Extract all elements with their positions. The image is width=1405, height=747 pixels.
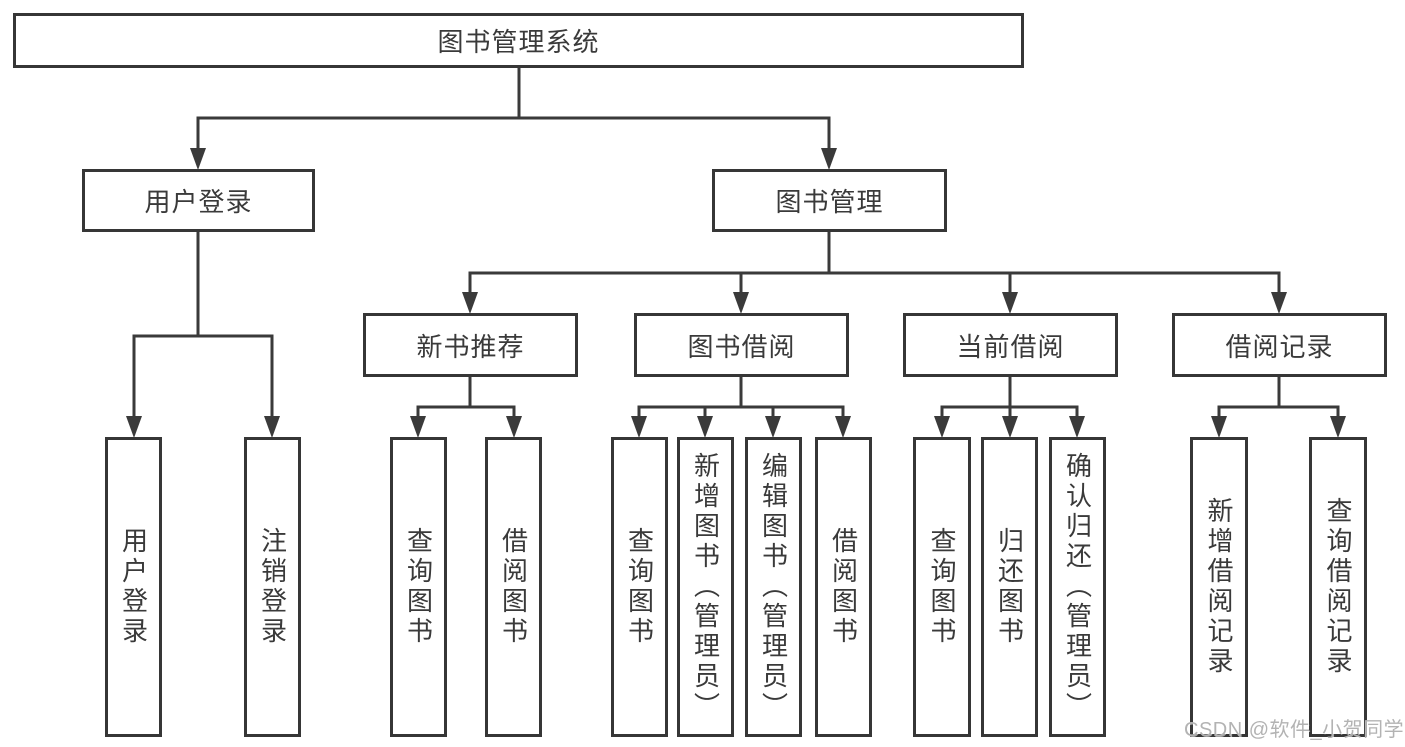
node-user-login: 用户登录 [82, 169, 315, 232]
leaf-add-borrow-record: 新增借阅记录 [1190, 437, 1248, 737]
leaf-query-books-recommend: 查询图书 [390, 437, 447, 737]
node-current-borrow: 当前借阅 [903, 313, 1118, 377]
leaf-add-book-admin: 新增图书（管理员） [677, 437, 734, 737]
arrowheads [126, 148, 1346, 438]
node-new-book-recommend: 新书推荐 [363, 313, 578, 377]
leaf-confirm-return-admin: 确认归还（管理员） [1049, 437, 1106, 737]
leaf-borrow-books-recommend: 借阅图书 [485, 437, 542, 737]
leaf-borrow-books: 借阅图书 [815, 437, 872, 737]
leaf-query-books-current: 查询图书 [913, 437, 971, 737]
leaf-edit-book-admin: 编辑图书（管理员） [745, 437, 802, 737]
node-book-management: 图书管理 [712, 169, 947, 232]
leaf-return-books: 归还图书 [981, 437, 1038, 737]
leaf-query-books-borrow: 查询图书 [611, 437, 668, 737]
node-book-borrow: 图书借阅 [634, 313, 849, 377]
watermark: CSDN @软件_小贺同学 [1184, 719, 1405, 741]
node-borrow-records: 借阅记录 [1172, 313, 1387, 377]
leaf-query-borrow-record: 查询借阅记录 [1309, 437, 1367, 737]
leaf-logout: 注销登录 [244, 437, 301, 737]
leaf-user-login: 用户登录 [105, 437, 162, 737]
node-root: 图书管理系统 [13, 13, 1024, 68]
